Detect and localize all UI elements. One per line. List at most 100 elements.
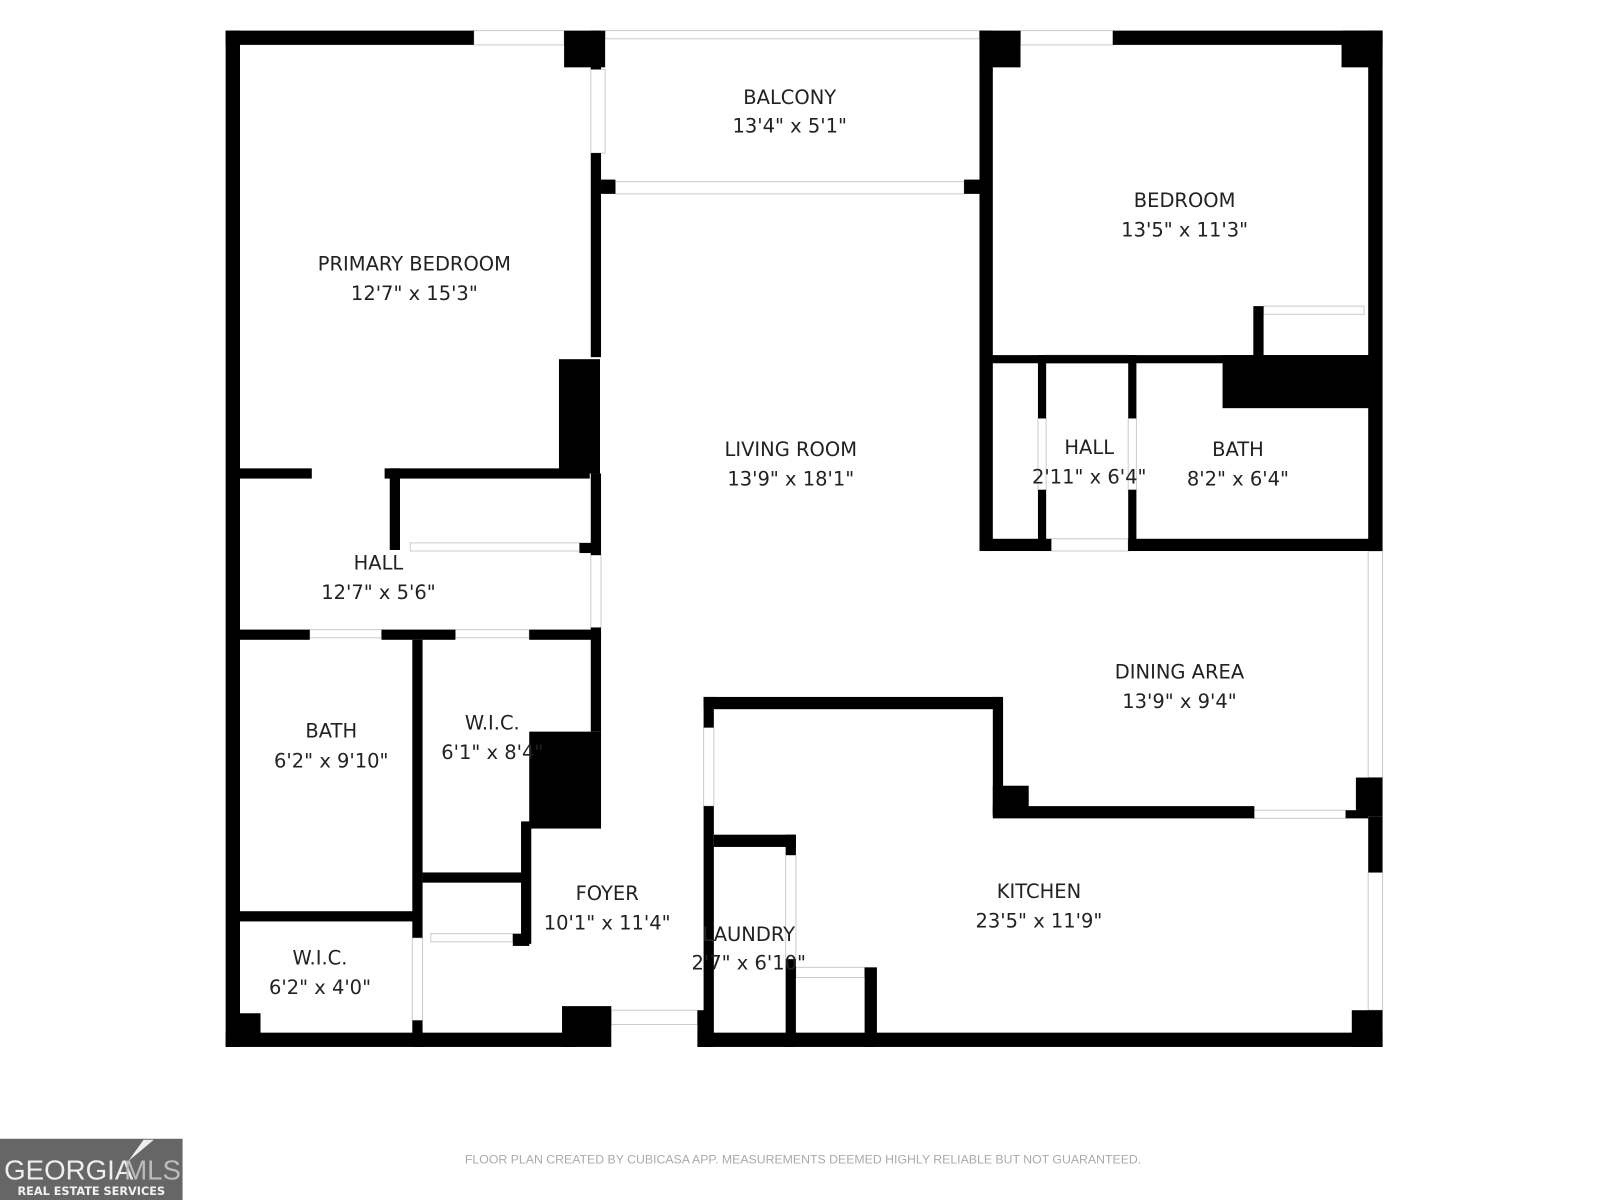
window-or-door-opening <box>795 966 866 979</box>
wall <box>240 1013 261 1034</box>
room-size: 12'7" x 5'6" <box>321 581 435 604</box>
wall <box>1345 810 1369 819</box>
wall <box>225 30 240 1047</box>
room-name: BATH <box>305 720 357 743</box>
room-size: 2'7" x 6'10" <box>691 951 805 974</box>
room-size: 12'7" x 15'3" <box>351 282 478 305</box>
wall <box>703 696 1002 710</box>
room-name: PRIMARY BEDROOM <box>318 252 511 275</box>
wall <box>1128 538 1370 552</box>
wall <box>240 911 415 922</box>
wall <box>703 806 714 1047</box>
room-name: LIVING ROOM <box>725 438 857 461</box>
room-size: 13'4" x 5'1" <box>733 115 847 138</box>
wall <box>1128 355 1137 419</box>
room-size: 13'9" x 9'4" <box>1122 690 1236 713</box>
logo-tagline: REAL ESTATE SERVICES <box>17 1185 165 1198</box>
wall <box>590 153 602 358</box>
window-or-door-opening <box>409 542 580 552</box>
wall <box>785 834 796 856</box>
room-living-room: LIVING ROOM 13'9" x 18'1" <box>725 438 857 491</box>
wall <box>389 468 400 550</box>
wall <box>1112 30 1383 45</box>
room-size: 13'9" x 18'1" <box>727 468 854 491</box>
wall <box>590 473 602 556</box>
wall <box>697 1032 1383 1047</box>
wall <box>1037 355 1047 419</box>
wall <box>1128 489 1137 552</box>
window-or-door-opening <box>1367 550 1384 779</box>
wall <box>240 468 312 479</box>
window-or-door-opening <box>430 933 514 943</box>
wall <box>1253 306 1264 358</box>
room-dining-area: DINING AREA 13'9" x 9'4" <box>1115 661 1245 714</box>
room-size: 2'11" x 6'4" <box>1032 466 1146 489</box>
room-size: 6'1" x 8'4" <box>441 741 543 764</box>
room-name: DINING AREA <box>1115 661 1245 684</box>
wall <box>703 696 714 728</box>
room-name: BEDROOM <box>1134 189 1236 212</box>
room-foyer: FOYER 10'1" x 11'4" <box>544 882 671 935</box>
wall <box>412 1020 423 1047</box>
wall <box>984 538 1052 552</box>
room-wic-lower: W.I.C. 6'2" x 4'0" <box>269 946 371 999</box>
wall <box>240 629 310 640</box>
window-or-door-opening <box>614 181 965 195</box>
room-name: BALCONY <box>743 86 836 109</box>
window-or-door-opening <box>1263 305 1365 315</box>
window-or-door-opening <box>1019 30 1114 46</box>
wall <box>1368 30 1383 552</box>
room-name: W.I.C. <box>293 946 348 969</box>
room-size: 6'2" x 4'0" <box>269 976 371 999</box>
room-wic-upper: W.I.C. 6'1" x 8'4" <box>441 712 543 765</box>
wall <box>422 872 526 883</box>
room-name: BATH <box>1212 438 1264 461</box>
wall <box>785 959 796 1047</box>
room-primary-bedroom: PRIMARY BEDROOM 12'7" x 15'3" <box>318 252 511 305</box>
room-name: HALL <box>1064 436 1114 459</box>
wall <box>529 629 602 640</box>
window-or-door-opening <box>590 68 606 154</box>
wall <box>590 627 602 732</box>
wall <box>512 933 530 946</box>
window-or-door-opening <box>1367 871 1384 1011</box>
window-or-door-opening <box>1252 809 1347 819</box>
wall <box>992 696 1004 815</box>
window-or-door-opening <box>703 727 715 807</box>
wall <box>1368 816 1383 873</box>
window-or-door-opening <box>454 629 530 639</box>
room-name: W.I.C. <box>465 712 520 735</box>
room-size: 13'5" x 11'3" <box>1121 219 1248 242</box>
window-or-door-opening <box>309 629 383 639</box>
room-size: 8'2" x 6'4" <box>1187 468 1289 491</box>
room-bath-right: BATH 8'2" x 6'4" <box>1187 438 1289 491</box>
wall <box>601 179 616 194</box>
window-or-door-opening <box>473 30 565 46</box>
room-size: 6'2" x 9'10" <box>274 749 388 772</box>
wall <box>979 30 993 552</box>
georgia-mls-logo: GEORGIA MLS REAL ESTATE SERVICES <box>0 1138 183 1200</box>
wall <box>864 967 877 1047</box>
room-size: 23'5" x 11'9" <box>976 910 1103 933</box>
wall <box>412 639 423 938</box>
room-name: KITCHEN <box>997 880 1081 903</box>
room-hall-right: HALL 2'11" x 6'4" <box>1032 436 1146 489</box>
room-laundry: LAUNDRY 2'7" x 6'10" <box>691 923 805 975</box>
room-hall-left: HALL 12'7" x 5'6" <box>321 551 435 604</box>
wall <box>558 359 600 474</box>
room-bath-left: BATH 6'2" x 9'10" <box>274 720 388 773</box>
walls-layer <box>225 30 1383 1047</box>
wall <box>579 542 594 554</box>
window-or-door-opening <box>604 30 980 40</box>
wall <box>992 806 1255 819</box>
disclaimer: FLOOR PLAN CREATED BY CUBICASA APP. MEAS… <box>465 1152 1141 1166</box>
wall <box>521 821 532 944</box>
wall <box>590 30 602 70</box>
room-bedroom: BEDROOM 13'5" x 11'3" <box>1121 189 1248 242</box>
window-or-door-opening <box>1050 538 1129 552</box>
wall <box>384 468 590 479</box>
wall <box>1222 355 1372 409</box>
wall <box>225 1032 575 1047</box>
room-name: FOYER <box>576 882 639 905</box>
wall <box>381 629 456 640</box>
